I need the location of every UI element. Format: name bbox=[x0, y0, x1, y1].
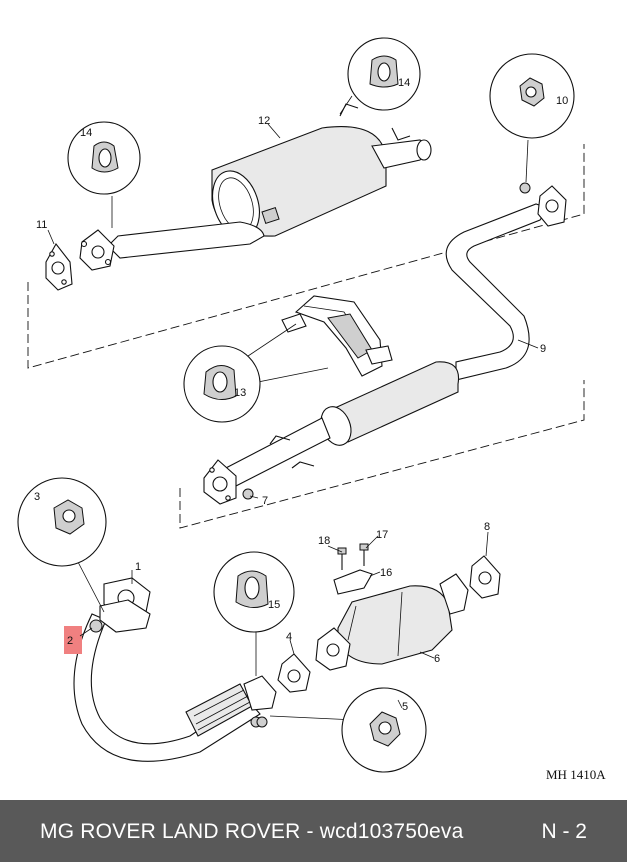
leader-lines bbox=[47, 123, 539, 709]
nuts-small bbox=[89, 182, 531, 728]
callout-2-highlight bbox=[64, 626, 82, 654]
callout-12: 12 bbox=[258, 115, 270, 127]
callout-14-right: 14 bbox=[398, 77, 410, 89]
callout-13: 13 bbox=[234, 387, 246, 399]
callout-11: 11 bbox=[36, 219, 47, 231]
callout-2: 2 bbox=[67, 635, 73, 647]
bracket-16 bbox=[333, 543, 373, 595]
callout-10: 10 bbox=[556, 95, 568, 107]
catalytic-converter bbox=[315, 573, 469, 671]
callout-7: 7 bbox=[262, 495, 268, 507]
detail-circles bbox=[17, 37, 575, 773]
exhaust-system-diagram: 1 2 3 4 5 6 7 8 9 10 11 12 13 14 14 15 1… bbox=[17, 37, 606, 782]
rear-flange-joint bbox=[45, 229, 115, 291]
callout-14-left: 14 bbox=[80, 127, 92, 139]
callout-16: 16 bbox=[380, 567, 392, 579]
footer-bar: MG ROVER LAND ROVER - wcd103750eva N - 2 bbox=[0, 800, 627, 862]
intermediate-pipe bbox=[221, 185, 567, 489]
callout-18: 18 bbox=[318, 535, 330, 547]
callout-9: 9 bbox=[540, 343, 546, 355]
page-number: N - 2 bbox=[541, 820, 587, 843]
reference-code: MH 1410A bbox=[546, 767, 606, 782]
rear-silencer bbox=[107, 103, 432, 259]
section-boundaries bbox=[27, 144, 585, 529]
callout-1: 1 bbox=[135, 561, 141, 573]
intermediate-flange bbox=[203, 459, 237, 505]
callout-15: 15 bbox=[268, 599, 280, 611]
callout-17: 17 bbox=[376, 529, 388, 541]
gaskets bbox=[277, 555, 501, 693]
callout-3: 3 bbox=[34, 491, 40, 503]
callout-4: 4 bbox=[286, 631, 292, 643]
callout-labels: 1 2 3 4 5 6 7 8 9 10 11 12 13 14 14 15 1… bbox=[34, 77, 568, 713]
support-bracket bbox=[281, 295, 393, 377]
callout-8: 8 bbox=[484, 521, 490, 533]
callout-5: 5 bbox=[402, 701, 408, 713]
footer-title: MG ROVER LAND ROVER - wcd103750eva bbox=[40, 820, 464, 843]
callout-6: 6 bbox=[434, 653, 440, 665]
